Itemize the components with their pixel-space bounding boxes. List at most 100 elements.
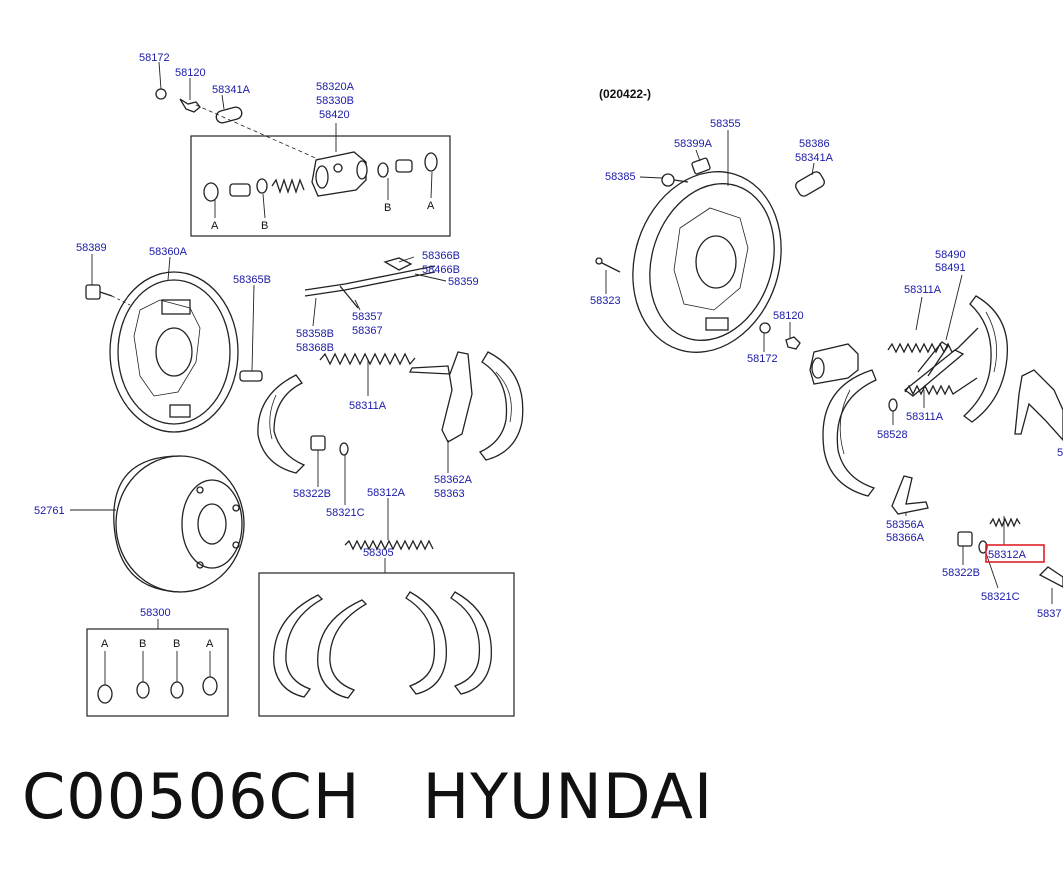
- parking-lever-right: [1014, 369, 1063, 441]
- seal-58341A-left: [215, 94, 243, 124]
- part-number-label: 58360A: [149, 246, 188, 258]
- clip-58399A: [691, 149, 711, 175]
- cable-5837x: [1038, 566, 1063, 604]
- part-number-label: 58491: [935, 262, 966, 274]
- kit-letter-label: A: [101, 638, 109, 650]
- pin-58323: [595, 257, 621, 294]
- part-number-label: 58172: [747, 353, 778, 365]
- bleeder-58120-right: [785, 322, 801, 350]
- part-number-label: 58365B: [233, 274, 271, 286]
- cylinder-kit-parts: [203, 152, 438, 219]
- bolt-58389: [85, 254, 131, 306]
- cap-58172-right: [759, 322, 771, 352]
- strut-58356A: [891, 475, 929, 516]
- part-number-label: 58466B: [422, 264, 460, 276]
- part-number-label: 58312A: [367, 487, 406, 499]
- kit-letter-label: B: [384, 202, 391, 214]
- part-number-label: 58363: [434, 488, 465, 500]
- part-number-label: 58321C: [326, 507, 365, 519]
- part-number-label: 58386: [799, 138, 830, 150]
- part-number-label: 58528: [877, 429, 908, 441]
- spring-58311A-right-top: [887, 296, 979, 354]
- wheel-cylinder-box: [190, 135, 451, 237]
- shoe-kit-box: [258, 572, 515, 717]
- part-number-label: 58311A: [904, 284, 942, 296]
- part-number-label: 58322B: [293, 488, 331, 500]
- part-number-label: 58356A: [886, 519, 925, 531]
- kit-letter-label: B: [261, 220, 268, 232]
- part-number-label: 58341A: [212, 84, 251, 96]
- kit-letter-label: A: [206, 638, 214, 650]
- part-number-label: 58172: [139, 52, 170, 64]
- part-number-label: 58305: [363, 547, 394, 559]
- part-number-label: 58341A: [795, 152, 834, 164]
- kit-letter-label: B: [139, 638, 146, 650]
- kit-letter-label: A: [427, 200, 435, 212]
- kit-letter-label: A: [211, 220, 219, 232]
- washer-58321C-left: [339, 442, 349, 505]
- pin-58365B: [239, 284, 263, 382]
- washer-58321C-right: [978, 540, 999, 589]
- brake-shoe-left-single: [257, 374, 306, 474]
- part-number-label: 58385: [605, 171, 636, 183]
- brake-shoe-trailing-left: [478, 351, 524, 461]
- part-number-label: 5837: [1037, 608, 1061, 620]
- bleeder-screw-58120: [179, 78, 201, 113]
- spring-58311A-right-bottom: [904, 377, 978, 408]
- part-number-label: 58490: [935, 249, 966, 261]
- brand-name: HYUNDAI: [422, 760, 714, 833]
- part-number-label: 58320A: [316, 81, 355, 93]
- part-number-label: 58399A: [674, 138, 713, 150]
- part-number-label: 52761: [34, 505, 65, 517]
- highlighted-part-label[interactable]: 58312A: [988, 549, 1027, 561]
- part-number-label: 58366A: [886, 532, 925, 544]
- part-number-label: 58357: [352, 311, 383, 323]
- spring-58322B-right: [957, 531, 973, 565]
- wheel-cylinder-right: [809, 343, 859, 385]
- part-number-label: 58323: [590, 295, 621, 307]
- variant-date-label: (020422-): [599, 87, 651, 101]
- spring-58312A-left: [344, 498, 434, 551]
- adjuster-assembly-left: [304, 256, 447, 327]
- parking-lever-58362A: [408, 351, 473, 473]
- backing-plate-right: [632, 130, 782, 353]
- part-number-label: 58321C: [981, 591, 1020, 603]
- part-number-label: 58120: [773, 310, 804, 322]
- part-number-label: 58322B: [942, 567, 980, 579]
- spring-58322B-left: [310, 435, 326, 487]
- part-number-label: 58366B: [422, 250, 460, 262]
- brake-drum-52761: [70, 455, 245, 593]
- part-number-label: 58389: [76, 242, 107, 254]
- seal-58341A-right: [795, 162, 825, 197]
- part-number-label: 58120: [175, 67, 206, 79]
- spring-58312A-right: [989, 516, 1021, 545]
- part-number-label: 58300: [140, 607, 171, 619]
- part-number-label: 58362A: [434, 474, 473, 486]
- left-brake-assembly: [70, 61, 524, 717]
- backing-plate-left: [109, 256, 239, 433]
- right-brake-assembly: [595, 130, 1063, 604]
- part-number-label: 58359: [448, 276, 479, 288]
- bolt-58385: [639, 173, 689, 187]
- brake-shoe-right-leading: [822, 369, 877, 497]
- repair-kit-box: [86, 628, 229, 717]
- part-number-label: 58355: [710, 118, 741, 130]
- part-number-label: 58358B: [296, 328, 334, 340]
- shoe-kit-shoes: [273, 591, 493, 699]
- kit-letter-label: B: [173, 638, 180, 650]
- adjuster-lever-58490: [903, 274, 965, 397]
- washer-58528: [888, 398, 898, 425]
- brake-shoe-right-trailing: [962, 295, 1009, 423]
- repair-kit-parts: [97, 651, 218, 704]
- part-number-label: 58311A: [349, 400, 387, 412]
- part-labels: (020422-) 58172 58120 58341A 58320A 5833…: [34, 52, 1063, 650]
- wheel-cylinder: [311, 151, 368, 197]
- part-number-label: 58311A: [906, 411, 944, 423]
- part-number-label: 58368B: [296, 342, 334, 354]
- part-number-label: 58330B: [316, 95, 354, 107]
- catalog-code: C00506CH: [22, 760, 361, 833]
- image-caption: C00506CH HYUNDAI: [22, 760, 713, 833]
- bleeder-cap-58172: [155, 61, 167, 100]
- part-number-label: 58420: [319, 109, 350, 121]
